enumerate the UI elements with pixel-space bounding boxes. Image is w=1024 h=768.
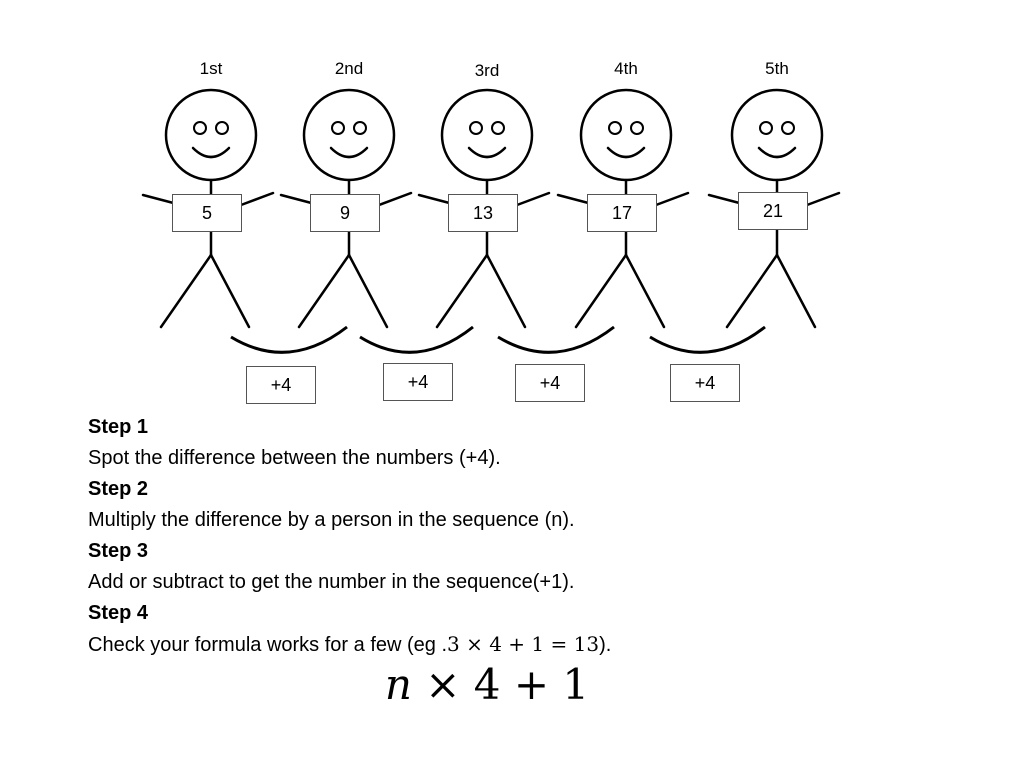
stick-figure-4 (556, 88, 690, 329)
step-4-text: Check your formula works for a few (eg .… (88, 629, 968, 661)
right-leg (624, 253, 666, 329)
step-1-text: Spot the difference between the numbers … (88, 447, 501, 469)
smile-icon (467, 146, 507, 159)
difference-arc-2 (359, 325, 474, 354)
step-2-text: Multiply the difference by a person in t… (88, 509, 575, 531)
difference-box-1: +4 (246, 366, 316, 404)
eye-icon (353, 121, 367, 135)
formula: n × 4 + 1 (0, 660, 974, 709)
value-box-2: 9 (310, 194, 380, 232)
smile-icon (329, 146, 369, 159)
stick-figure-diagram (141, 88, 841, 354)
value-box-1: 5 (172, 194, 242, 232)
difference-arc-3 (497, 325, 615, 354)
ordinal-label-2: 2nd (334, 59, 364, 78)
head-icon (579, 88, 673, 182)
steps-list: Step 1 Spot the difference between the n… (88, 412, 968, 661)
eye-icon (469, 121, 483, 135)
smile-icon (191, 146, 231, 159)
value-box-5: 21 (738, 192, 808, 230)
head-icon (164, 88, 258, 182)
left-leg (435, 253, 489, 329)
eye-icon (759, 121, 773, 135)
eye-icon (491, 121, 505, 135)
head-icon (440, 88, 534, 182)
left-leg (159, 253, 213, 329)
right-leg (347, 253, 389, 329)
ordinal-label-1: 1st (199, 59, 223, 78)
ordinal-label-3: 3rd (474, 61, 500, 80)
eye-icon (193, 121, 207, 135)
right-arm (654, 191, 690, 207)
right-leg (775, 253, 817, 329)
formula-rest: × 4 + 1 (411, 660, 590, 709)
value-box-4: 17 (587, 194, 657, 232)
eye-icon (215, 121, 229, 135)
step-3-text: Add or subtract to get the number in the… (88, 571, 575, 593)
head-icon (302, 88, 396, 182)
left-leg (725, 253, 779, 329)
eye-icon (608, 121, 622, 135)
right-arm (239, 191, 275, 207)
difference-arcs (230, 325, 766, 354)
eye-icon (331, 121, 345, 135)
difference-arc-1 (230, 325, 348, 354)
smile-icon (606, 146, 646, 159)
right-arm (515, 191, 551, 207)
difference-box-2: +4 (383, 363, 453, 401)
step-3-title: Step 3 (88, 540, 149, 562)
stick-figure-3 (417, 88, 551, 329)
right-arm (805, 191, 841, 207)
ordinal-label-5: 5th (765, 59, 789, 78)
stick-figure-2 (279, 88, 413, 329)
left-leg (574, 253, 628, 329)
step-4-text-suffix: ). (599, 634, 612, 656)
step-4-example: 3 × 4 + 1 = 13 (447, 632, 600, 656)
smile-icon (757, 146, 797, 159)
eye-icon (630, 121, 644, 135)
left-leg (297, 253, 351, 329)
step-1-title: Step 1 (88, 416, 149, 438)
formula-variable: n (384, 660, 412, 709)
difference-box-4: +4 (670, 364, 740, 402)
right-leg (485, 253, 527, 329)
difference-box-3: +4 (515, 364, 585, 402)
step-4-title: Step 4 (88, 602, 149, 624)
right-leg (209, 253, 251, 329)
step-2-title: Step 2 (88, 478, 149, 500)
step-4-text-prefix: Check your formula works for a few (eg . (88, 634, 448, 656)
difference-arc-4 (649, 325, 766, 354)
eye-icon (781, 121, 795, 135)
head-icon (730, 88, 824, 182)
right-arm (377, 191, 413, 207)
ordinal-label-4: 4th (614, 59, 638, 78)
value-box-3: 13 (448, 194, 518, 232)
